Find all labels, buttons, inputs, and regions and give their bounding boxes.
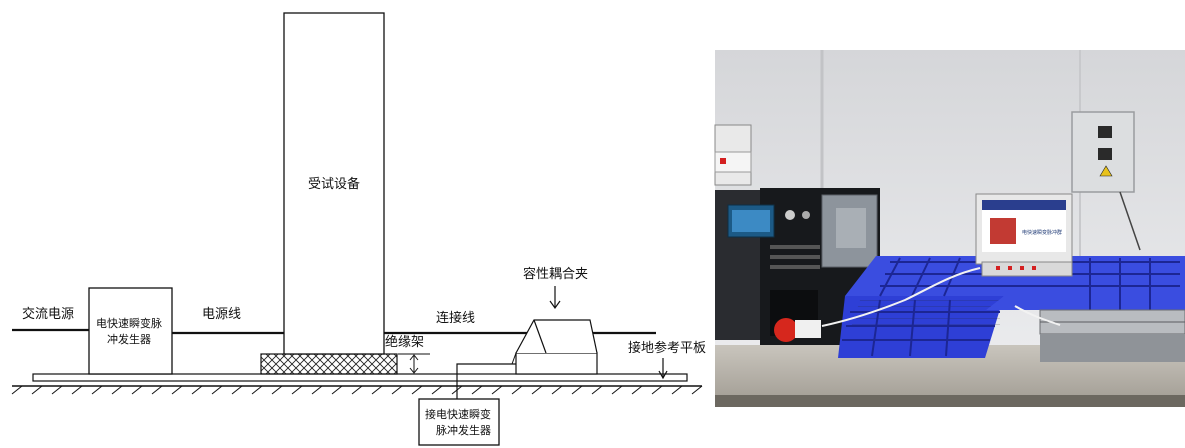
schematic-diagram: 交流电源 电快速瞬变脉 冲发生器 电源线 受试设备 连接线 绝缘架 [11,12,706,446]
test-setup-photo: 电快速瞬变脉冲群 [714,50,1185,407]
capacitive-clamp [511,319,598,375]
clamp-to-generator-line [456,363,516,399]
capacitive-clamp-label: 容性耦合夹 [523,266,588,282]
eft-generator-label-line1: 电快速瞬变脉 [96,316,162,330]
ac-power-label: 交流电源 [22,306,74,322]
laptop: 电快速瞬变脉冲群 [975,193,1073,277]
eut-box [283,12,385,355]
insulating-support-block [260,353,398,375]
ground-plane-label: 接地参考平板 [628,340,706,356]
ground-reference-plane [11,373,703,395]
connecting-line-label: 连接线 [436,310,475,326]
insulating-height-indicator [398,353,430,375]
bottom-eft-generator-box [418,398,500,446]
power-line-label: 电源线 [202,307,241,322]
bottom-eft-generator-label-line1: 接电快速瞬变 [425,407,491,421]
ground-hatching [11,385,703,395]
insulating-support-label: 绝缘架 [385,334,424,350]
wall-switch-box [1071,111,1141,251]
laptop-screen-caption: 电快速瞬变脉冲群 [1022,229,1062,236]
test-cable [821,267,981,327]
eft-generator-label-line2: 冲发生器 [107,332,151,346]
eft-generator-box [88,287,173,375]
bottom-eft-generator-label-line2: 脉冲发生器 [436,423,491,437]
eut-label: 受试设备 [308,176,360,192]
photo-coupling-clamp [1039,309,1185,362]
ground-plane-arrow [658,358,668,380]
capacitive-clamp-arrow [549,286,561,310]
